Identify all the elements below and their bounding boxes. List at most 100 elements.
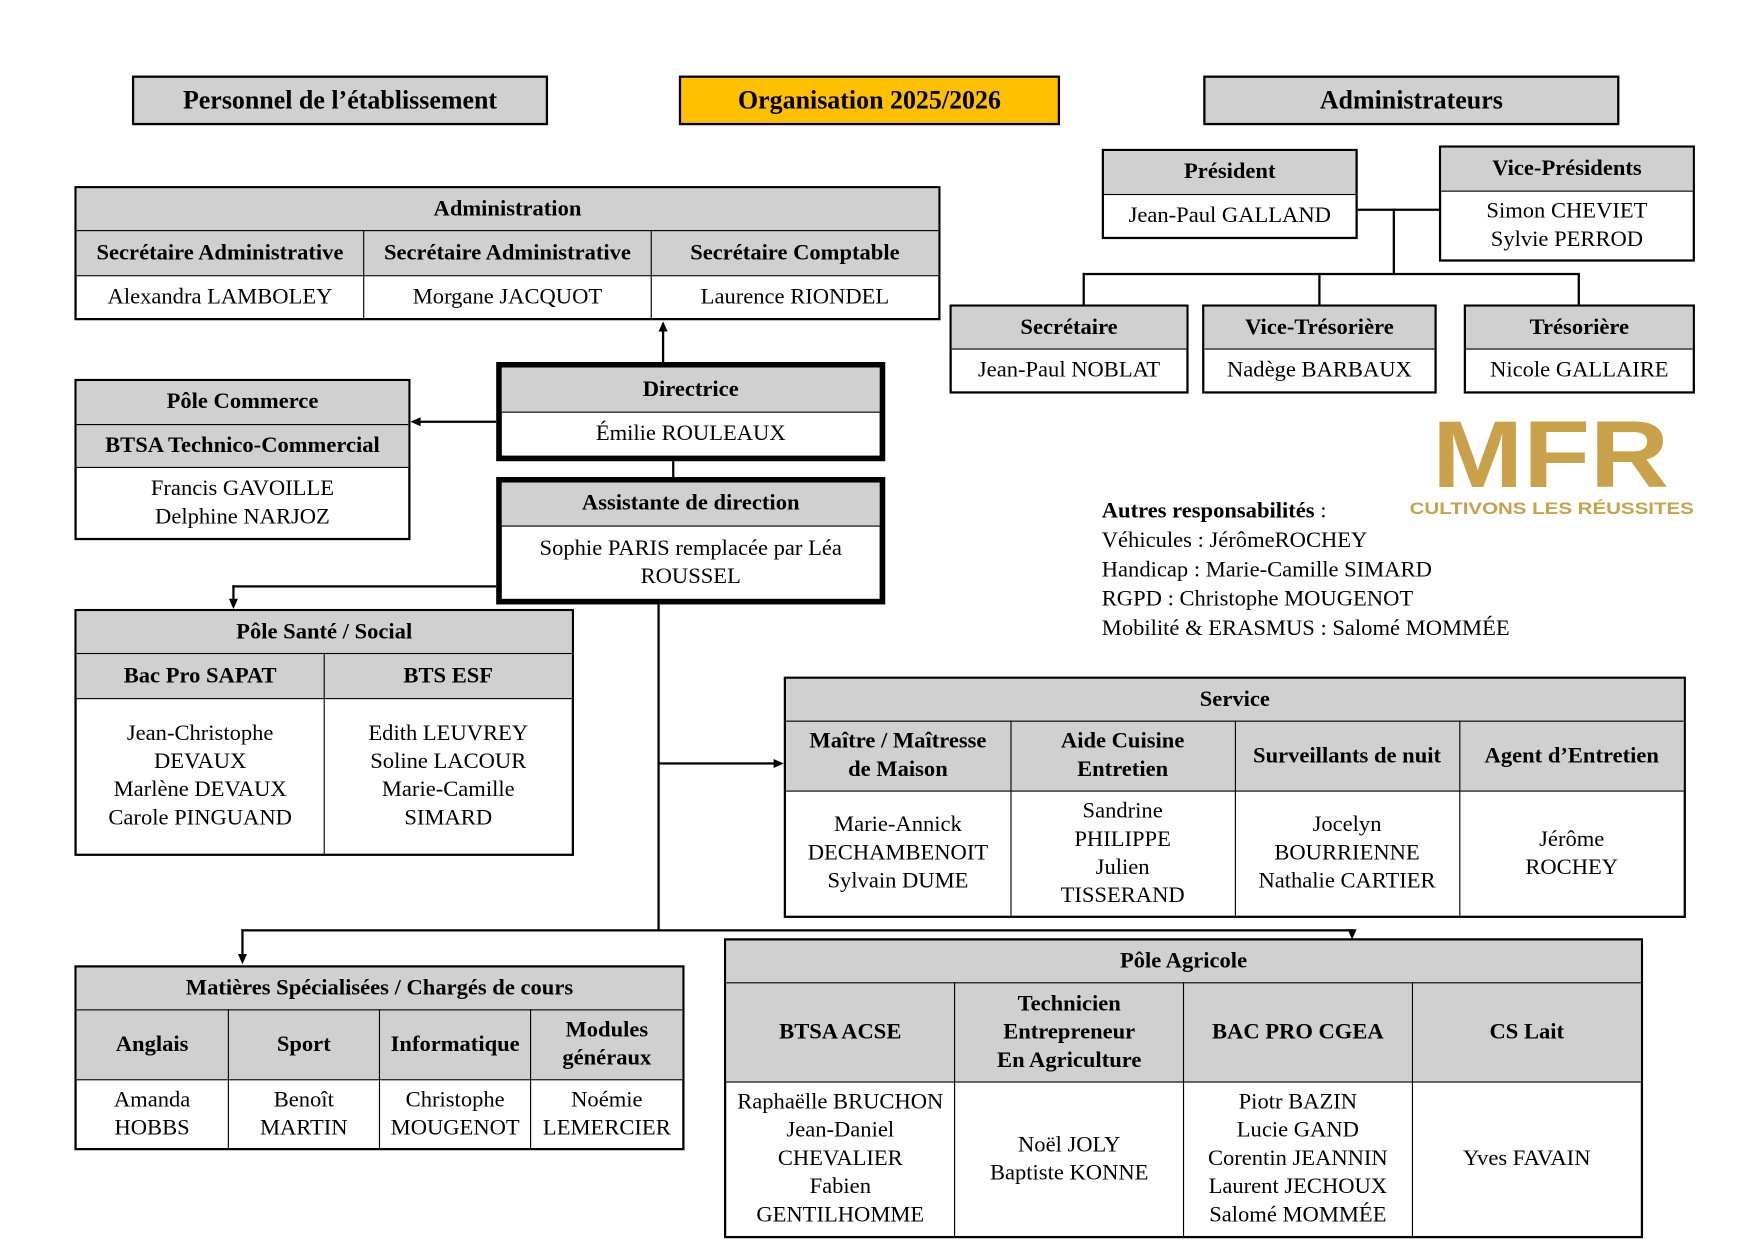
service-col-title: Agent d’Entretien [1458, 720, 1684, 792]
autres-item: RGPD : Christophe MOUGENOT [1101, 586, 1414, 612]
president-name: Jean-Paul GALLAND [1104, 193, 1356, 237]
admin-role-title: Secrétaire Comptable [650, 229, 939, 276]
pole-commerce-title: Pôle Commerce [76, 381, 409, 425]
tresoriere-name: Nicole GALLAIRE [1466, 348, 1693, 392]
connector-trunk [657, 604, 660, 932]
admin-role-name: Morgane JACQUOT [363, 274, 652, 319]
vice-presidents-title: Vice-Présidents [1441, 147, 1693, 192]
arrow-down-icon [237, 954, 247, 965]
logo-tagline: CULTIVONS LES RÉUSSITES [1410, 499, 1694, 518]
admin-role-title: Secrétaire Administrative [363, 229, 652, 276]
mfr-logo: MFR CULTIVONS LES RÉUSSITES [1410, 408, 1694, 518]
pole-agricole-names: Yves FAVAIN [1411, 1080, 1641, 1236]
connector-directrice-assistante [672, 461, 675, 478]
pole-sante-box: Pôle Santé / Social Bac Pro SAPAT BTS ES… [74, 608, 574, 856]
pole-sante-col-title: BTS ESF [323, 652, 572, 699]
autres-responsabilites: Autres responsabilités : Véhicules : Jér… [1102, 496, 1510, 643]
connector-trunk-service [657, 762, 775, 765]
autres-title-line: Autres responsabilités : [1101, 498, 1327, 524]
assistante-box: Assistante de direction Sophie PARIS rem… [496, 477, 886, 605]
tresoriere-title: Trésorière [1466, 306, 1693, 350]
pole-sante-col-title: Bac Pro SAPAT [76, 652, 325, 699]
vice-tresoriere-title: Vice-Trésorière [1204, 306, 1435, 350]
arrow-left-icon [410, 417, 421, 427]
service-title: Service [786, 678, 1684, 722]
admin-role-name: Alexandra LAMBOLEY [76, 274, 365, 319]
pole-agricole-col-title: CS Lait [1411, 981, 1641, 1083]
arrow-down-icon [228, 598, 238, 609]
pole-sante-title: Pôle Santé / Social [76, 611, 572, 654]
arrow-down-icon [1347, 929, 1357, 940]
secretaire-name: Jean-Paul NOBLAT [951, 348, 1187, 392]
pole-agricole-col-title: BTSA ACSE [726, 981, 956, 1083]
connector-directrice-administration [661, 330, 665, 362]
logo-text: MFR [1432, 408, 1669, 508]
pole-commerce-program: BTSA Technico-Commercial [76, 423, 409, 468]
matieres-col-title: Informatique [378, 1008, 532, 1080]
secretaire-title: Secrétaire [951, 306, 1187, 350]
autres-item: Handicap : Marie-Camille SIMARD [1101, 557, 1432, 582]
vice-tresoriere-box: Vice-Trésorière Nadège BARBAUX [1202, 304, 1437, 394]
pole-commerce-box: Pôle Commerce BTSA Technico-Commercial F… [74, 378, 411, 541]
board-connector [1577, 272, 1580, 305]
assistante-name: Sophie PARIS remplacée par Léa ROUSSEL [501, 524, 880, 599]
board-connector [1318, 272, 1321, 305]
tresoriere-box: Trésorière Nicole GALLAIRE [1463, 304, 1695, 394]
board-connector [1392, 208, 1395, 275]
assistante-title: Assistante de direction [501, 482, 880, 527]
directrice-name: Émilie ROULEAUX [501, 411, 880, 456]
pole-agricole-title: Pôle Agricole [726, 940, 1641, 983]
matieres-title: Matières Spécialisées / Chargés de cours [76, 967, 683, 1010]
arrow-right-icon [773, 758, 784, 768]
secretaire-box: Secrétaire Jean-Paul NOBLAT [949, 304, 1189, 394]
directrice-box: Directrice Émilie ROULEAUX [496, 361, 886, 462]
president-box: Président Jean-Paul GALLAND [1101, 148, 1358, 240]
header-personnel: Personnel de l’établissement [131, 75, 549, 126]
service-col-title: Surveillants de nuit [1234, 720, 1460, 792]
autres-item: Mobilité & ERASMUS : Salomé MOMMÉE [1101, 615, 1510, 641]
header-administrateurs: Administrateurs [1203, 75, 1620, 126]
board-connector [1357, 208, 1439, 211]
connector-directrice-commerce [420, 420, 497, 423]
president-title: Président [1104, 151, 1356, 195]
matieres-col-title: Sport [227, 1008, 381, 1080]
vice-tresoriere-name: Nadège BARBAUX [1204, 348, 1435, 392]
matieres-box: Matières Spécialisées / Chargés de cours… [74, 965, 685, 1151]
matieres-col-title: Anglais [76, 1008, 229, 1080]
administration-title: Administration [76, 188, 939, 231]
connector-trunk-matieres [241, 929, 244, 956]
pole-agricole-col-title: BAC PRO CGEA [1182, 981, 1413, 1083]
board-connector [1082, 272, 1579, 276]
arrow-up-icon [658, 321, 668, 332]
administration-box: Administration Secrétaire Administrative… [74, 186, 941, 321]
connector-assistante-sante [232, 585, 235, 599]
admin-role-title: Secrétaire Administrative [76, 229, 365, 276]
header-organisation: Organisation 2025/2026 [678, 75, 1061, 126]
admin-role-name: Laurence RIONDEL [650, 274, 939, 319]
board-connector [1082, 272, 1085, 305]
connector-trunk-bottom [241, 929, 1354, 932]
